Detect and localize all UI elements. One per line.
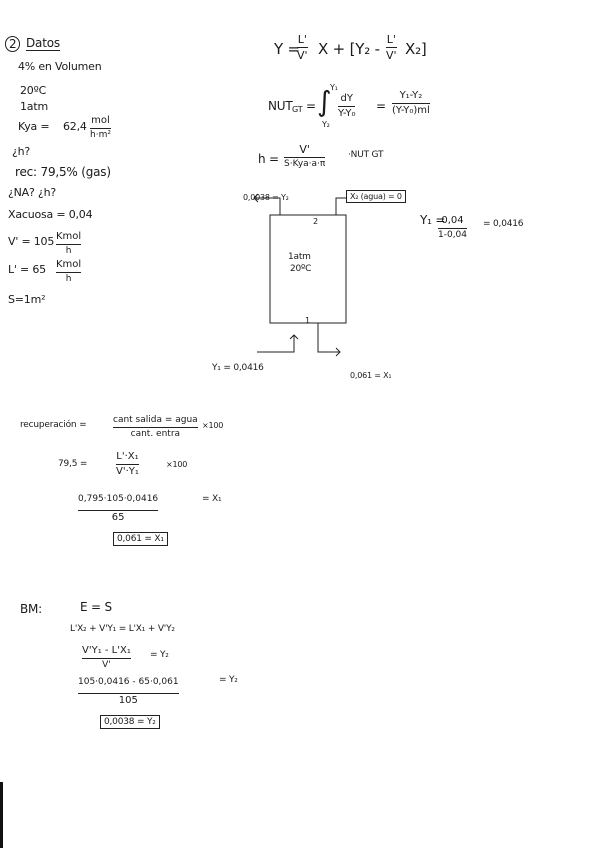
bm-line2-ratio: V'Y₁ - L'X₁ V' [82,645,131,670]
recuperacion-result: 0,061 = X₁ [113,532,168,546]
datos-line: ¿NA? ¿h? [8,186,56,199]
column-top-index: 2 [313,217,318,226]
datos-title: Datos [26,36,60,51]
recuperacion-times: ×100 [202,421,224,430]
column-inner-line: 20ºC [290,264,312,274]
v-units: Kmol h [56,231,82,256]
y1-result: = 0,0416 [483,219,524,229]
datos-line: 62,4 [63,120,87,133]
bm-line2-eq: = Y₂ [150,650,169,660]
recuperacion-label: recuperación = [20,420,87,430]
top-outlet-arrowhead [253,193,259,203]
recuperacion-line2-left: 79,5 = [58,459,88,469]
datos-line: S=1m² [8,293,46,306]
bm-result: 0,0038 = Y₂ [100,715,160,729]
op-line-end: X₂] [405,40,427,58]
bottom-outlet-line [317,323,340,353]
nut-eq2: = [376,99,386,113]
datos-line: 20ºC [20,84,47,97]
top-inlet-line [335,197,346,215]
datos-line: 1atm [20,100,48,113]
recuperacion-line3-ratio: 0,795·105·0,0416 65 [78,494,159,523]
problem-number: 2 [5,36,21,52]
bottom-inlet-arrowhead [289,334,299,340]
column-inner-line: 1atm [288,252,311,262]
datos-line: L' = 65 [8,263,46,276]
datos-line: rec: 79,5% (gas) [15,165,111,179]
nut-sub: GT [292,105,303,114]
nut-integrand: dY Y-Y₀ [338,93,356,119]
column-bottom-left-label: Y₁ = 0,0416 [212,363,264,373]
bm-label: BM: [20,602,43,616]
bm-e-eq-s: E = S [80,600,112,614]
bm-line3-ratio: 105·0,0416 - 65·0,061 105 [78,677,179,706]
op-line-y: Y = [274,40,300,58]
datos-line: Xacuosa = 0,04 [8,208,93,221]
kya-units: mol h·m² [90,115,111,140]
column-top-right-label: X₂ (agua) = 0 [346,190,406,203]
bm-line1: L'X₂ + V'Y₁ = L'X₁ + V'Y₂ [70,624,175,634]
nut-label: NUT [268,99,293,113]
scan-edge-mark [0,782,3,848]
bottom-inlet-line [257,335,295,353]
bottom-outlet-arrowhead [335,347,341,357]
h-label: h = [258,152,279,166]
op-line-ratio-1: L' V' [297,33,308,62]
column-bottom-index: 1 [305,316,310,325]
datos-line: 4% en Volumen [18,60,102,73]
recuperacion-line2-times: ×100 [166,460,188,469]
recuperacion-ratio: cant salida = agua cant. entra [113,415,198,439]
datos-line: Kya = [18,120,50,133]
recuperacion-line3-eq: = X₁ [202,494,222,504]
h-ratio: V' S·Kya·a·π [284,143,326,169]
integral-sign: ∫ [317,85,332,118]
y1-label: Y₁ = [420,213,446,227]
nut-eq: = [306,99,316,113]
integral-lower: Y₂ [322,120,330,129]
bm-line3-eq: = Y₂ [219,675,238,685]
op-line-mid: X + [Y₂ - [318,40,380,58]
l-units: Kmol h [56,259,82,284]
op-line-ratio-2: L' V' [386,33,397,62]
column-top-left-label: 0,0038 = Y₂ [243,193,289,202]
integral-upper: Y₁ [330,83,338,92]
column-bottom-right-label: 0,061 = X₁ [350,371,392,380]
datos-line: V' = 105 [8,235,55,248]
column-body [269,214,347,324]
y1-ratio: 0,04 1-0,04 [438,215,468,240]
h-nut: ·NUT GT [348,150,384,160]
recuperacion-line2-ratio: L'·X₁ V'·Y₁ [116,451,139,477]
top-outlet-line [254,197,281,215]
nut-result: Y₁-Y₂ (Y-Y₀)ml [392,90,430,116]
datos-line: ¿h? [12,145,31,158]
